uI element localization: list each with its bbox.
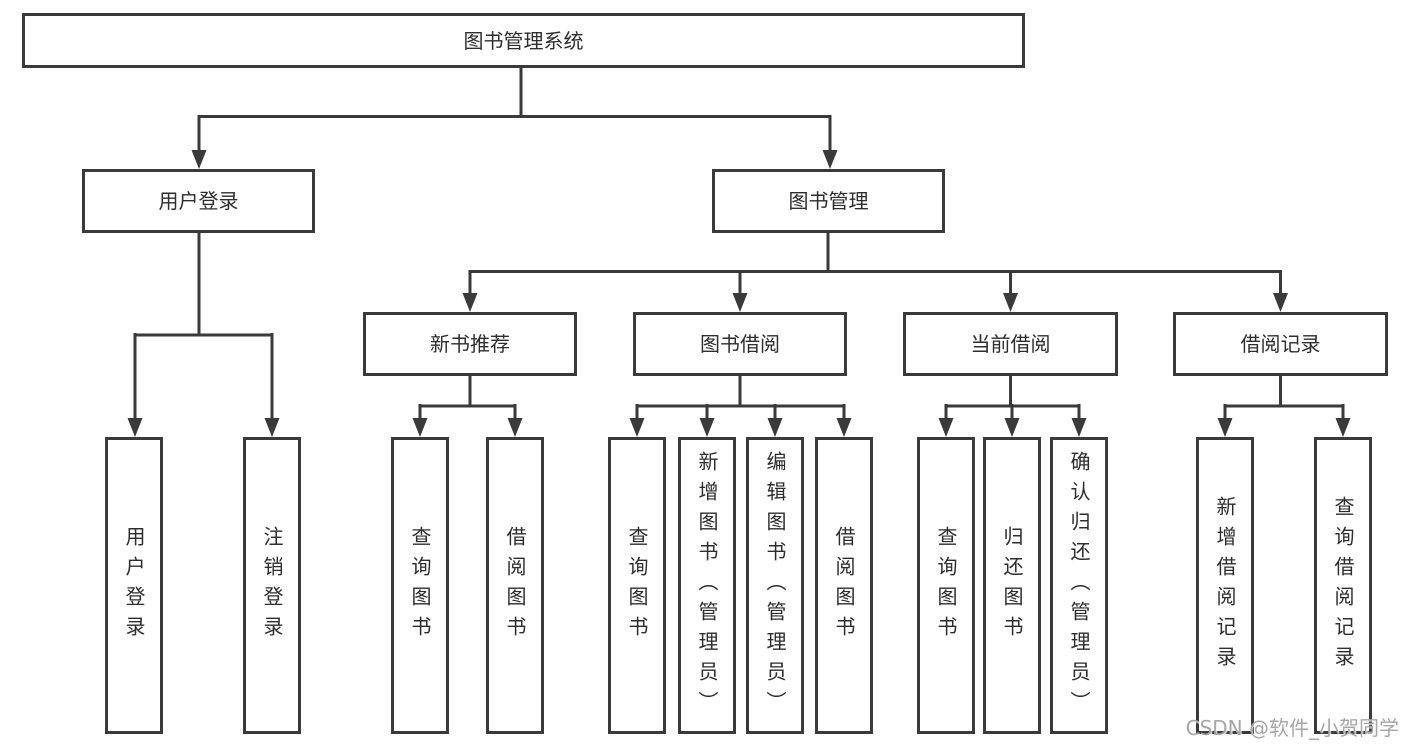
node-book-management: 图书管理 <box>712 169 945 233</box>
leaf-query-book-recommend: 查询图书 <box>391 437 449 734</box>
node-book-borrow: 图书借阅 <box>633 312 847 376</box>
branch-current-borrow <box>938 376 1087 437</box>
leaf-query-book-borrow: 查询图书 <box>608 437 666 734</box>
branch-borrow-record <box>1217 376 1351 437</box>
leaf-add-book-admin: 新增图书（管理员） <box>678 437 736 734</box>
leaf-borrow-book: 借阅图书 <box>815 437 873 734</box>
leaf-return-book: 归还图书 <box>983 437 1041 734</box>
node-borrow-record: 借阅记录 <box>1173 312 1388 376</box>
branch-root <box>191 68 838 169</box>
branch-new-book-recommend <box>412 376 523 437</box>
node-new-book-recommend: 新书推荐 <box>363 312 577 376</box>
branch-user-login <box>127 233 280 437</box>
leaf-logout: 注销登录 <box>243 437 301 734</box>
branch-book-borrow <box>629 376 852 437</box>
leaf-confirm-return-admin: 确认归还（管理员） <box>1050 437 1108 734</box>
leaf-query-book-current: 查询图书 <box>917 437 975 734</box>
leaf-user-login: 用户登录 <box>105 437 163 734</box>
leaf-borrow-book-recommend: 借阅图书 <box>486 437 544 734</box>
leaf-query-borrow-record: 查询借阅记录 <box>1314 437 1372 734</box>
branch-book-management <box>462 233 1288 312</box>
csdn-watermark: CSDN @软件_小贺同学 <box>1185 716 1399 740</box>
node-root-system: 图书管理系统 <box>22 13 1025 68</box>
node-user-login: 用户登录 <box>82 169 315 233</box>
leaf-add-borrow-record: 新增借阅记录 <box>1196 437 1254 734</box>
leaf-edit-book-admin: 编辑图书（管理员） <box>746 437 804 734</box>
node-current-borrow: 当前借阅 <box>903 312 1118 376</box>
